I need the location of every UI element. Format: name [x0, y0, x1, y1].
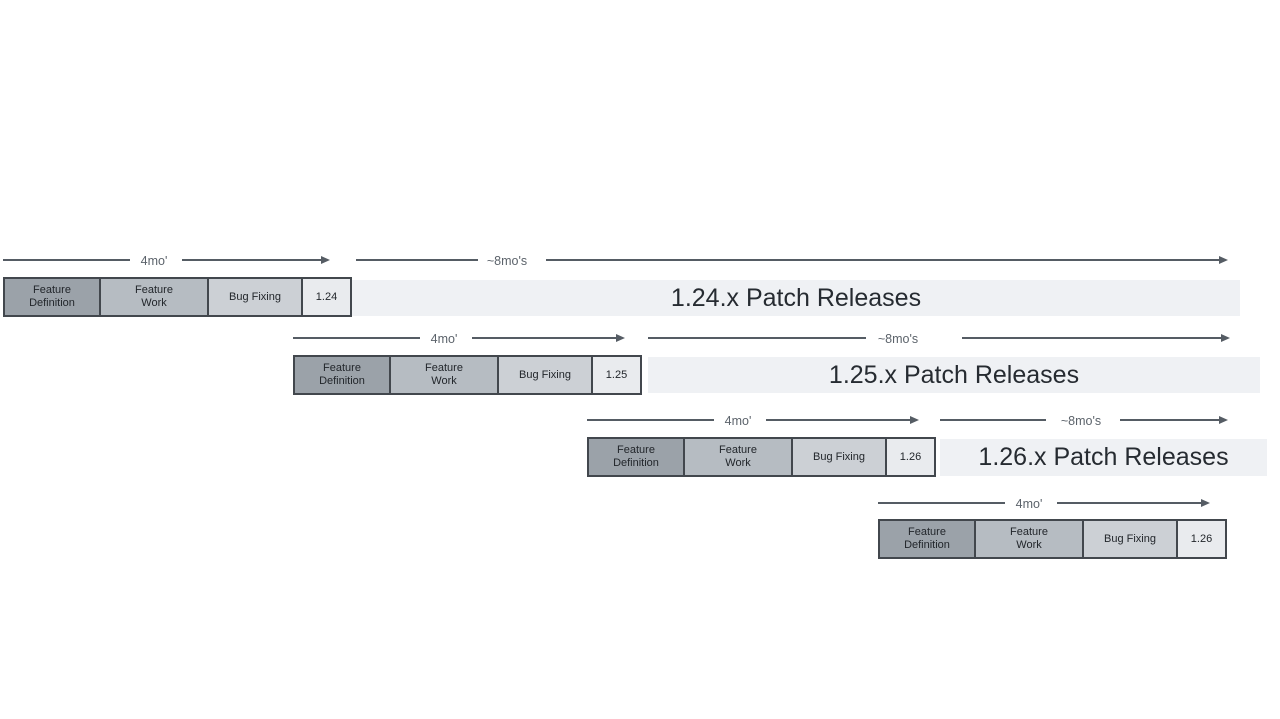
patch-duration-label: ~8mo's: [486, 254, 528, 268]
patch-duration-arrow: ~8mo's: [648, 330, 1230, 346]
arrow-line: [546, 259, 1219, 261]
patch-releases-label: 1.26.x Patch Releases: [978, 443, 1229, 471]
bug-fixing-label: Bug Fixing: [519, 368, 571, 381]
patch-releases-bar: 1.25.x Patch Releases: [648, 357, 1260, 393]
bug-fixing-box: Bug Fixing: [791, 437, 887, 477]
arrow-line: [3, 259, 130, 261]
arrow-head-icon: [1201, 499, 1210, 507]
arrow-line: [293, 337, 420, 339]
arrow-line: [182, 259, 321, 261]
bug-fixing-box: Bug Fixing: [207, 277, 303, 317]
dev-cycle-arrow: 4mo': [293, 330, 625, 346]
patch-releases-label: 1.25.x Patch Releases: [828, 360, 1080, 389]
dev-duration-label: 4mo': [1015, 497, 1043, 511]
arrow-head-icon: [1219, 416, 1228, 424]
version-box: 1.25: [591, 355, 642, 395]
arrow-head-icon: [616, 334, 625, 342]
version-label: 1.24: [315, 290, 338, 303]
dev-duration-label: 4mo': [724, 414, 752, 428]
feature-work-label: Feature Work: [425, 362, 463, 387]
feature-definition-box: Feature Definition: [587, 437, 685, 477]
version-label: 1.25: [605, 368, 628, 381]
version-label: 1.26: [899, 450, 922, 463]
dev-cycle-arrow: 4mo': [3, 252, 330, 268]
version-box: 1.26: [885, 437, 936, 477]
bug-fixing-label: Bug Fixing: [813, 450, 865, 463]
patch-duration-label: ~8mo's: [1060, 414, 1102, 428]
patch-releases-bar: 1.26.x Patch Releases: [940, 439, 1267, 476]
feature-work-box: Feature Work: [389, 355, 499, 395]
arrow-line: [587, 419, 714, 421]
arrow-line: [962, 337, 1221, 339]
version-box: 1.24: [301, 277, 352, 317]
version-box: 1.26: [1176, 519, 1227, 559]
patch-duration-arrow: ~8mo's: [356, 252, 1228, 268]
arrow-line: [766, 419, 910, 421]
feature-work-label: Feature Work: [719, 444, 757, 469]
patch-releases-label: 1.24.x Patch Releases: [670, 283, 922, 312]
bug-fixing-box: Bug Fixing: [497, 355, 593, 395]
arrow-head-icon: [910, 416, 919, 424]
feature-work-box: Feature Work: [99, 277, 209, 317]
dev-cycle-arrow: 4mo': [587, 412, 919, 428]
feature-definition-label: Feature Definition: [613, 444, 659, 469]
arrow-line: [1120, 419, 1219, 421]
arrow-head-icon: [1221, 334, 1230, 342]
feature-definition-label: Feature Definition: [904, 526, 950, 551]
arrow-line: [1057, 502, 1201, 504]
version-label: 1.26: [1190, 532, 1213, 545]
feature-work-box: Feature Work: [974, 519, 1084, 559]
dev-phase-boxes: Feature Definition Feature Work Bug Fixi…: [587, 437, 936, 477]
dev-phase-boxes: Feature Definition Feature Work Bug Fixi…: [293, 355, 642, 395]
dev-duration-label: 4mo': [140, 254, 168, 268]
feature-definition-label: Feature Definition: [319, 362, 365, 387]
bug-fixing-label: Bug Fixing: [1104, 532, 1156, 545]
dev-duration-label: 4mo': [430, 332, 458, 346]
arrow-head-icon: [1219, 256, 1228, 264]
patch-duration-arrow: ~8mo's: [940, 412, 1228, 428]
arrow-line: [878, 502, 1005, 504]
patch-releases-bar: 1.24.x Patch Releases: [352, 280, 1240, 316]
feature-definition-label: Feature Definition: [29, 284, 75, 309]
arrow-line: [356, 259, 478, 261]
feature-definition-box: Feature Definition: [3, 277, 101, 317]
feature-work-box: Feature Work: [683, 437, 793, 477]
patch-duration-label: ~8mo's: [877, 332, 919, 346]
bug-fixing-label: Bug Fixing: [229, 290, 281, 303]
feature-definition-box: Feature Definition: [878, 519, 976, 559]
feature-work-label: Feature Work: [135, 284, 173, 309]
arrow-line: [940, 419, 1046, 421]
arrow-line: [472, 337, 616, 339]
feature-work-label: Feature Work: [1010, 526, 1048, 551]
feature-definition-box: Feature Definition: [293, 355, 391, 395]
dev-phase-boxes: Feature Definition Feature Work Bug Fixi…: [878, 519, 1227, 559]
arrow-line: [648, 337, 866, 339]
dev-cycle-arrow: 4mo': [878, 495, 1210, 511]
bug-fixing-box: Bug Fixing: [1082, 519, 1178, 559]
dev-phase-boxes: Feature Definition Feature Work Bug Fixi…: [3, 277, 352, 317]
arrow-head-icon: [321, 256, 330, 264]
